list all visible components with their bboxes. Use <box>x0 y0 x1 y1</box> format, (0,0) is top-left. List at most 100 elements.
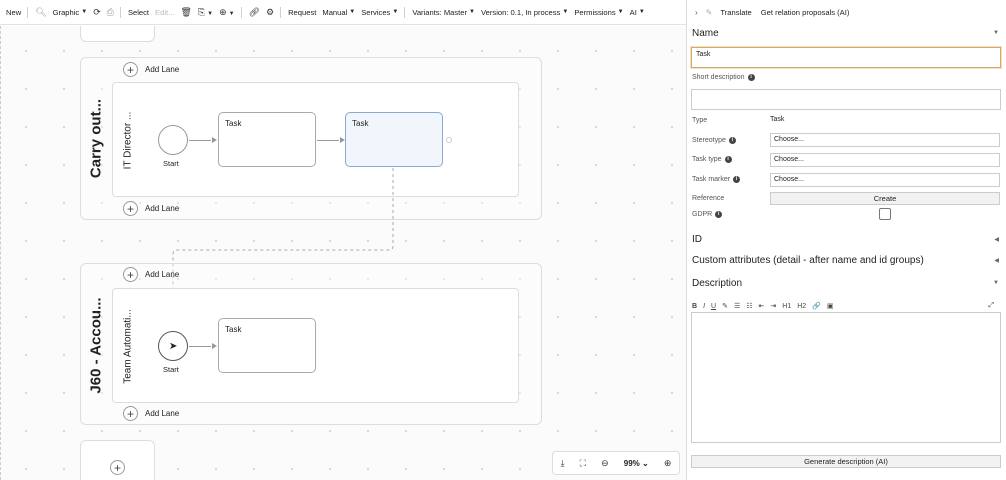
start-event[interactable] <box>158 125 188 155</box>
description-section-header[interactable]: Description ▼ <box>687 275 1003 291</box>
task-label: Task <box>352 119 369 128</box>
lane-it-director[interactable]: IT Director ... Start Task Task <box>112 82 519 197</box>
services-menu[interactable]: Services▼ <box>361 8 398 17</box>
field-label: Stereotype <box>692 137 726 144</box>
partial-pool-bottom[interactable]: + <box>80 440 155 480</box>
add-lane-button[interactable]: + Add Lane <box>123 62 179 77</box>
start-event[interactable] <box>158 331 188 361</box>
short-description-input[interactable] <box>691 89 1001 110</box>
translate-button[interactable]: Translate <box>720 8 752 17</box>
paste-icon[interactable]: ⊕▼ <box>219 6 235 17</box>
sequence-flow[interactable] <box>189 346 211 347</box>
pool-j60[interactable]: J60 - Accou... + Add Lane Team Automati.… <box>80 263 542 425</box>
task-box[interactable]: Task <box>218 112 316 167</box>
info-icon[interactable]: i <box>715 211 723 218</box>
refresh-icon[interactable]: ⟳ <box>93 6 101 17</box>
numbered-list-icon[interactable]: ☷ <box>746 303 753 310</box>
bold-button[interactable]: B <box>692 302 698 310</box>
id-section-header[interactable]: ID ◀ <box>687 231 1003 247</box>
link-icon[interactable]: 🔗 <box>812 303 821 310</box>
collapse-arrow-icon: ▼ <box>993 280 999 286</box>
stereotype-select[interactable]: Choose... <box>770 133 1000 147</box>
bullet-list-icon[interactable]: ☰ <box>733 303 741 310</box>
link-icon[interactable]: 🔗︎ <box>248 6 260 17</box>
start-event-label: Start <box>163 365 179 374</box>
indent-icon[interactable]: ⇥ <box>770 303 777 310</box>
pin-icon[interactable]: ✎ <box>705 8 713 17</box>
chevron-down-icon: ▼ <box>617 9 624 15</box>
highlight-icon[interactable]: ✎ <box>722 303 728 310</box>
permissions-menu[interactable]: Permissions▼ <box>574 8 623 17</box>
task-type-select[interactable]: Choose... <box>770 153 1000 167</box>
type-value: Task <box>770 116 785 123</box>
plus-icon[interactable]: + <box>110 460 125 475</box>
name-section-header[interactable]: Name ▼ <box>687 25 1003 41</box>
description-editor[interactable] <box>691 312 1001 443</box>
message-flow[interactable] <box>0 26 686 480</box>
relation-proposals-button[interactable]: Get relation proposals (AI) <box>760 8 850 17</box>
delete-icon[interactable]: 🗑︎ <box>180 6 192 17</box>
fit-screen-icon[interactable]: ⛶ <box>579 457 586 468</box>
lane-team-automation[interactable]: Team Automati... ➤ Start Task <box>112 288 519 403</box>
collapse-icon[interactable]: › <box>695 8 698 17</box>
task-box-selected[interactable]: Task <box>345 112 443 167</box>
print-icon[interactable]: ⎙ <box>106 6 114 17</box>
variants-menu[interactable]: Variants: Master▼ <box>412 8 475 17</box>
connection-handle[interactable] <box>446 137 452 143</box>
task-box[interactable]: Task <box>218 318 316 373</box>
create-reference-button[interactable]: Create <box>770 192 1000 205</box>
graphic-menu[interactable]: Graphic▼ <box>53 8 88 17</box>
heading2-button[interactable]: H2 <box>797 302 807 310</box>
task-marker-select[interactable]: Choose... <box>770 173 1000 187</box>
add-lane-button[interactable]: + Add Lane <box>123 267 179 282</box>
download-icon[interactable]: ⤓ <box>560 457 565 468</box>
task-label: Task <box>225 325 242 334</box>
partial-pool-top[interactable] <box>80 26 155 42</box>
edit-button[interactable]: Edit... <box>155 7 175 17</box>
generate-description-button[interactable]: Generate description (AI) <box>691 455 1001 468</box>
search-icon[interactable]: 🔍︎ <box>35 6 47 17</box>
fullscreen-icon[interactable]: ⤢ <box>988 302 994 309</box>
italic-button[interactable]: I <box>703 302 706 310</box>
add-lane-label: Add Lane <box>145 204 180 213</box>
add-lane-label: Add Lane <box>145 65 180 74</box>
image-icon[interactable]: ▣ <box>826 303 834 310</box>
info-icon[interactable]: i <box>747 74 755 81</box>
heading1-button[interactable]: H1 <box>782 302 792 310</box>
collapse-arrow-icon: ◀ <box>994 236 999 243</box>
ai-menu[interactable]: AI▼ <box>630 8 645 17</box>
add-lane-button[interactable]: + Add Lane <box>123 406 179 421</box>
add-lane-label: Add Lane <box>145 409 180 418</box>
chevron-down-icon: ▼ <box>81 9 88 15</box>
chevron-down-icon: ▼ <box>638 9 645 15</box>
sequence-flow[interactable] <box>189 140 211 141</box>
pool-carry-out[interactable]: Carry out... + Add Lane IT Director ... … <box>80 57 542 220</box>
custom-attributes-section-header[interactable]: Custom attributes (detail - after name a… <box>687 252 1003 268</box>
add-lane-button[interactable]: + Add Lane <box>123 201 179 216</box>
copy-icon[interactable]: ⎘▼ <box>197 6 214 17</box>
name-input[interactable]: Task <box>691 47 1001 68</box>
diagram-canvas[interactable]: Carry out... + Add Lane IT Director ... … <box>0 26 686 480</box>
select-button[interactable]: Select <box>127 7 150 17</box>
new-menu[interactable]: New <box>6 7 22 17</box>
zoom-level-select[interactable]: 99% ⌄ <box>624 459 649 468</box>
underline-button[interactable]: U <box>711 302 717 310</box>
info-icon[interactable]: i <box>728 137 736 144</box>
info-icon[interactable]: i <box>733 176 741 183</box>
arrow-icon <box>212 137 217 143</box>
outdent-icon[interactable]: ⇤ <box>758 303 765 310</box>
zoom-out-icon[interactable]: ⊖ <box>601 457 609 468</box>
info-icon[interactable]: i <box>724 156 732 163</box>
pool-label: J60 - Accou... <box>87 297 105 394</box>
section-title: Name <box>692 27 719 39</box>
sequence-flow[interactable] <box>317 140 339 141</box>
zoom-in-icon[interactable]: ⊕ <box>663 457 672 468</box>
toolbar-divider <box>27 6 29 18</box>
version-menu[interactable]: Version: 0.1, In process▼ <box>481 8 568 17</box>
manual-menu[interactable]: Manual▼ <box>322 8 355 17</box>
manual-menu-label: Manual <box>322 7 348 17</box>
gdpr-checkbox[interactable] <box>879 208 891 220</box>
settings-icon[interactable]: ⚙ <box>266 6 275 17</box>
request-button[interactable]: Request <box>288 7 317 17</box>
